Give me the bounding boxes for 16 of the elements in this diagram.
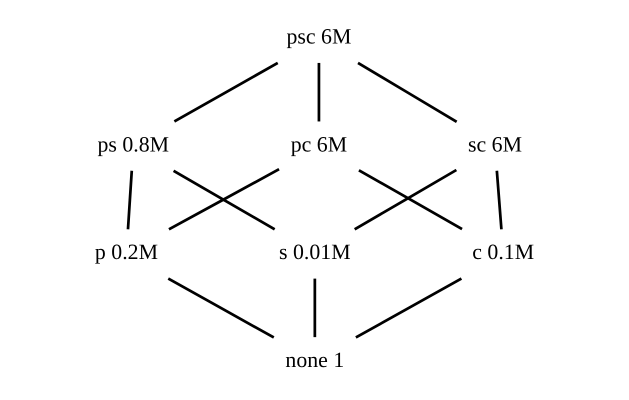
connector (313, 278, 316, 338)
node-text: p 0.2M (94, 240, 158, 264)
connector (318, 62, 320, 122)
node-text: s 0.01M (279, 240, 351, 264)
node-text: sc 6M (468, 132, 522, 156)
node-text: ps 0.8M (98, 132, 170, 156)
connector (174, 62, 278, 123)
connector (168, 277, 274, 339)
node-text: pc 6M (290, 132, 348, 156)
node-text: none 1 (285, 348, 344, 372)
connector (357, 62, 458, 123)
node-text: c 0.1M (472, 240, 534, 264)
connector (495, 170, 503, 230)
connector (355, 277, 462, 339)
connector (126, 170, 134, 230)
node-text: psc 6M (286, 24, 352, 48)
